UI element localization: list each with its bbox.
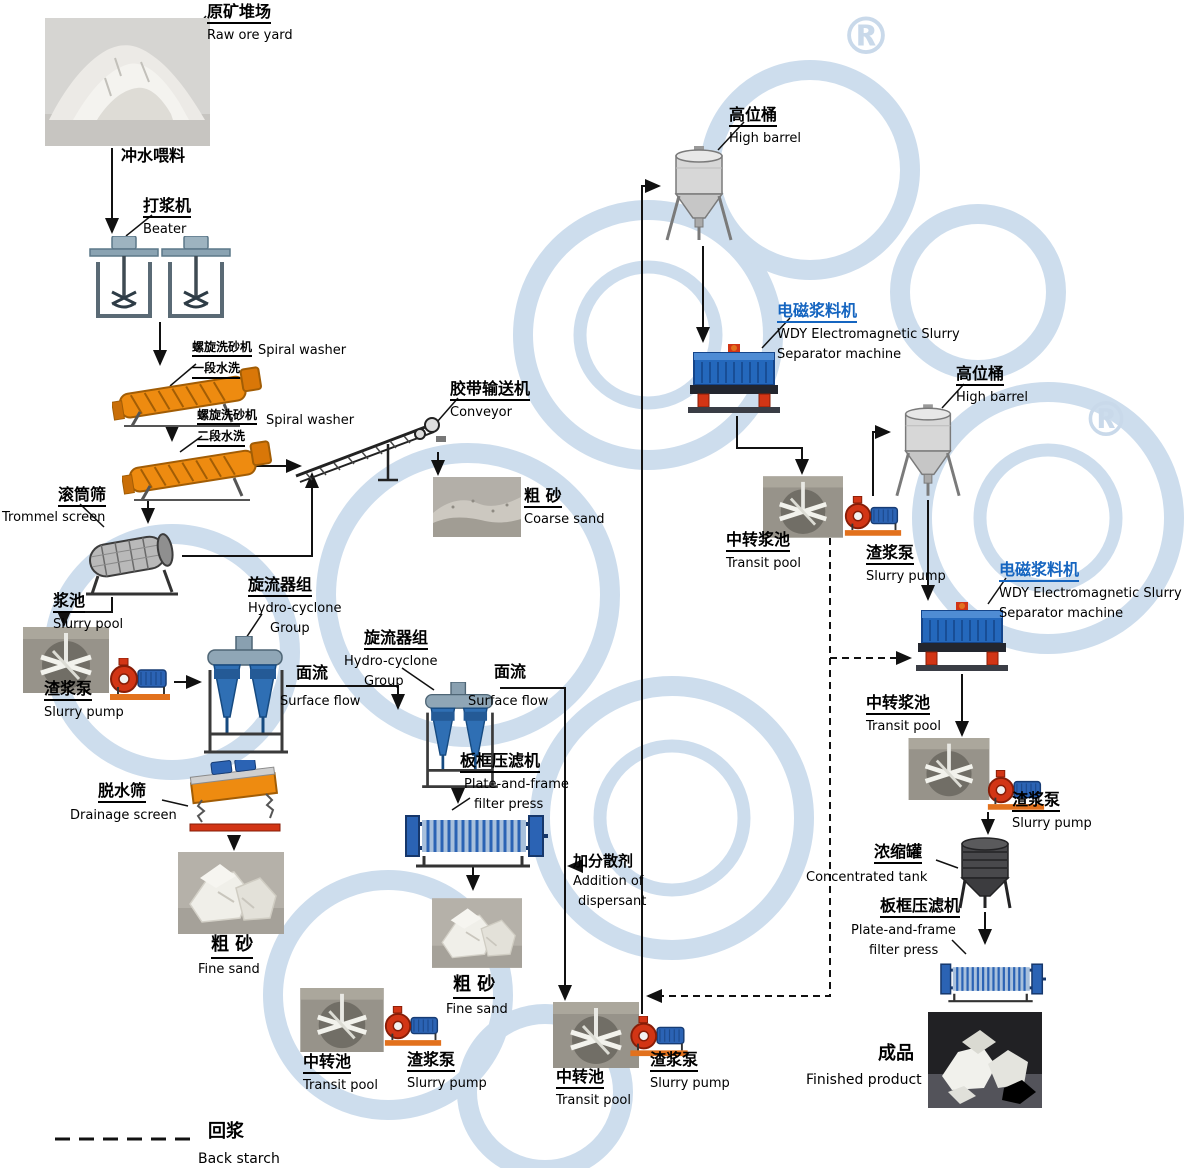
transit-pool-photo-mid [553,1002,639,1068]
label-slurry-pool: 浆池 Slurry pool [53,591,124,633]
label-cyclone-1: 旋流器组 Hydro-cyclone Group [248,575,342,636]
raw-ore-photo [45,18,210,146]
label-coarse-sand-en: Coarse sand [524,512,605,528]
label-raw-ore-en: Raw ore yard [207,28,293,44]
transit-pool-photo-left [298,988,386,1052]
label-raw-ore: 原矿堆场 Raw ore yard [207,2,293,44]
label-trommel-zh: 滚筒筛 [58,485,107,508]
fine-sand-photo-2 [432,897,522,969]
finished-product-photo [928,1012,1042,1108]
label-cyclone-2: 旋流器组 Hydro-cyclone Group [344,628,438,689]
label-conveyor-zh: 胶带输送机 [450,379,531,402]
label-spiral-washer-1-en: Spiral washer [258,343,347,358]
label-fine-sand-2: 粗 砂 [453,974,496,999]
label-filter-press-1: 板框压滤机 Plate-and-frame filter press [460,751,569,812]
label-transit-slurry-pool-2: 中转浆池 Transit pool [866,693,941,735]
label-filter-press-2-zh: 板框压滤机 [880,896,961,919]
hydrocyclone-group-1 [202,636,290,754]
label-filter-press-2-en: Plate-and-frame filter press [851,923,956,958]
filter-press-machine-1 [404,814,548,868]
label-legend-zh: 回浆 [208,1121,244,1142]
label-slurry-pump-1: 渣浆泵 Slurry pump [44,679,124,721]
label-flush-feed-zh: 冲水喂料 [121,146,186,165]
separator-machine-1 [687,344,781,414]
label-trommel-en: Trommel screen [2,510,106,525]
label-fine-sand-1-en: Fine sand [198,962,260,977]
trommel-screen-machine [84,531,180,596]
label-slurry-pump-5: 渣浆泵 Slurry pump [1012,790,1092,832]
label-slurry-pump-2: 渣浆泵 Slurry pump [407,1050,487,1092]
spiral-washer-machine-2 [122,440,275,502]
label-spiral-washer-2: 螺旋洗砂机 二段水洗 [197,404,258,447]
label-high-barrel-2: 高位桶 High barrel [956,364,1029,406]
label-beater-zh: 打浆机 [143,196,192,219]
label-slurry-pump-4: 渣浆泵 Slurry pump [866,543,946,585]
label-transit-pool-mid: 中转池 Transit pool [556,1067,631,1109]
label-conveyor-en: Conveyor [450,405,512,421]
label-dispersant: 加分散剂 Addition of dispersant [573,852,647,909]
label-transit-slurry-pool-1: 中转浆池 Transit pool [726,530,801,572]
label-finished-product-zh: 成品 [878,1043,914,1064]
concentrated-tank-graphic [958,836,1012,910]
label-concentrated-tank-en: Concentrated tank [806,870,928,885]
separator-machine-2 [915,602,1009,672]
slurry-pump-graphic-2 [383,1006,443,1047]
label-surface-flow-1-en: Surface flow [280,694,361,709]
label-spiral-washer-2-en: Spiral washer [266,413,355,428]
label-concentrated-tank-zh: 浓缩罐 [874,842,923,865]
high-barrel-graphic-2 [895,404,961,498]
label-fine-sand-1: 粗 砂 [211,934,254,959]
label-coarse-sand: 粗 砂 Coarse sand [524,486,604,528]
label-surface-flow-2: 面流 [494,662,527,681]
high-barrel-graphic-1 [665,146,733,242]
label-spiral-washer-1-zh1: 螺旋洗砂机 [192,340,253,358]
label-surface-flow-2-en: Surface flow [468,694,549,709]
label-coarse-sand-zh: 粗 砂 [524,486,562,509]
slurry-pump-graphic-4 [843,496,903,537]
label-spiral-washer-2-zh2: 二段水洗 [197,429,246,447]
label-raw-ore-zh: 原矿堆场 [207,2,272,25]
fine-sand-photo-1 [178,852,284,934]
label-fine-sand-2-en: Fine sand [446,1002,508,1017]
drainage-screen-machine [188,760,281,832]
label-finished-product-en: Finished product [806,1072,922,1088]
label-surface-flow-1: 面流 [296,663,329,682]
label-separator-2: 电磁浆料机 WDY Electromagnetic Slurry Separat… [999,560,1182,621]
label-flush-feed: 冲水喂料 [121,146,185,165]
label-beater-en: Beater [143,222,187,238]
label-separator-1: 电磁浆料机 WDY Electromagnetic Slurry Separat… [777,301,960,362]
coarse-sand-photo [433,477,521,537]
label-beater: 打浆机 Beater [143,196,192,238]
label-drainage-en: Drainage screen [70,808,177,823]
label-conveyor: 胶带输送机 Conveyor [450,379,531,421]
label-transit-pool-left: 中转池 Transit pool [303,1052,378,1094]
transit-slurry-pool-photo-1 [763,476,843,538]
label-drainage-zh: 脱水筛 [98,781,147,804]
label-slurry-pump-3: 渣浆泵 Slurry pump [650,1050,730,1092]
label-spiral-washer-2-zh1: 螺旋洗砂机 [197,408,258,426]
registered-mark-1: ® [840,7,892,67]
label-high-barrel-1: 高位桶 High barrel [729,105,802,147]
beater-machine-2 [160,236,232,318]
label-spiral-washer-1: 螺旋洗砂机 一段水洗 [192,336,253,379]
beater-machine-1 [88,236,160,318]
label-legend-en: Back starch [198,1151,280,1167]
label-spiral-washer-1-zh2: 一段水洗 [192,361,241,379]
transit-slurry-pool-photo-2 [908,738,990,800]
registered-mark-2: ® [1082,392,1130,448]
